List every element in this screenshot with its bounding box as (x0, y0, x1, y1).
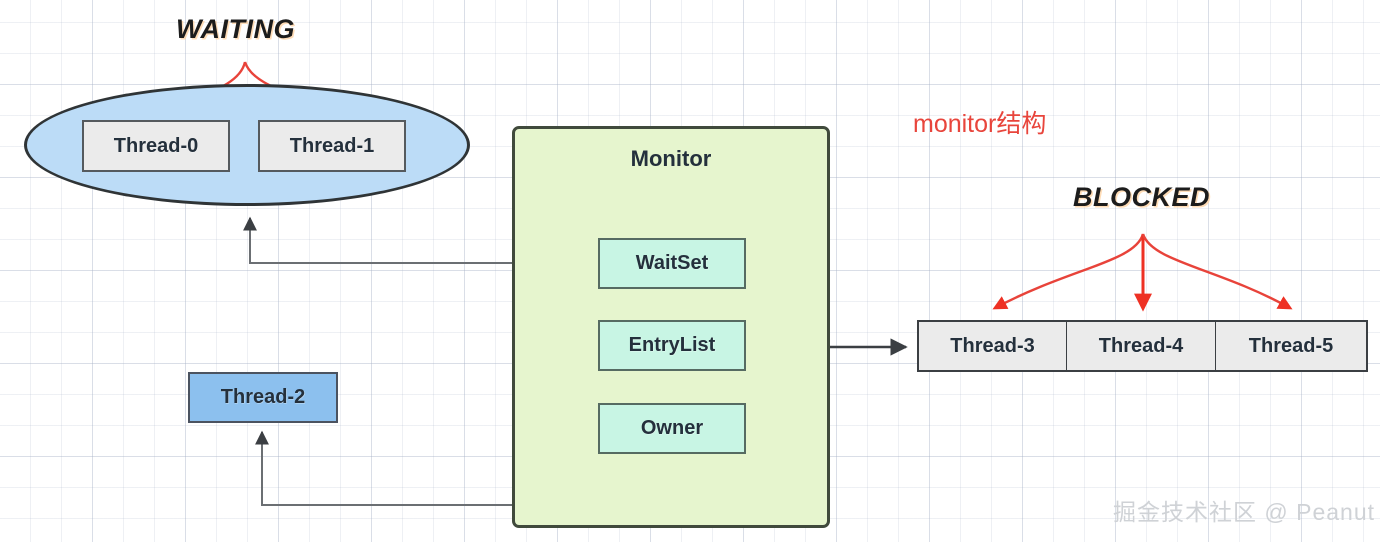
thread-box-thread-5[interactable]: Thread-5 (1215, 320, 1368, 372)
monitor-field-waitset[interactable]: WaitSet (598, 238, 746, 289)
monitor-title: Monitor (630, 146, 712, 171)
thread-box-thread-3[interactable]: Thread-3 (917, 320, 1068, 372)
waiting-state-label: WAITING (176, 14, 295, 44)
monitor-structure-annotation: monitor结构 (913, 110, 1047, 138)
monitor-field-entrylist[interactable]: EntryList (598, 320, 746, 371)
monitor-field-owner[interactable]: Owner (598, 403, 746, 454)
thread-box-thread-0[interactable]: Thread-0 (82, 120, 230, 172)
thread-box-thread-1[interactable]: Thread-1 (258, 120, 406, 172)
thread-box-thread-4[interactable]: Thread-4 (1066, 320, 1217, 372)
blocked-red-arrows (992, 233, 1293, 312)
watermark: 掘金技术社区 @ Peanut (1113, 499, 1376, 525)
blocked-state-label: BLOCKED (1073, 182, 1210, 212)
thread-box-thread-2[interactable]: Thread-2 (188, 372, 338, 423)
